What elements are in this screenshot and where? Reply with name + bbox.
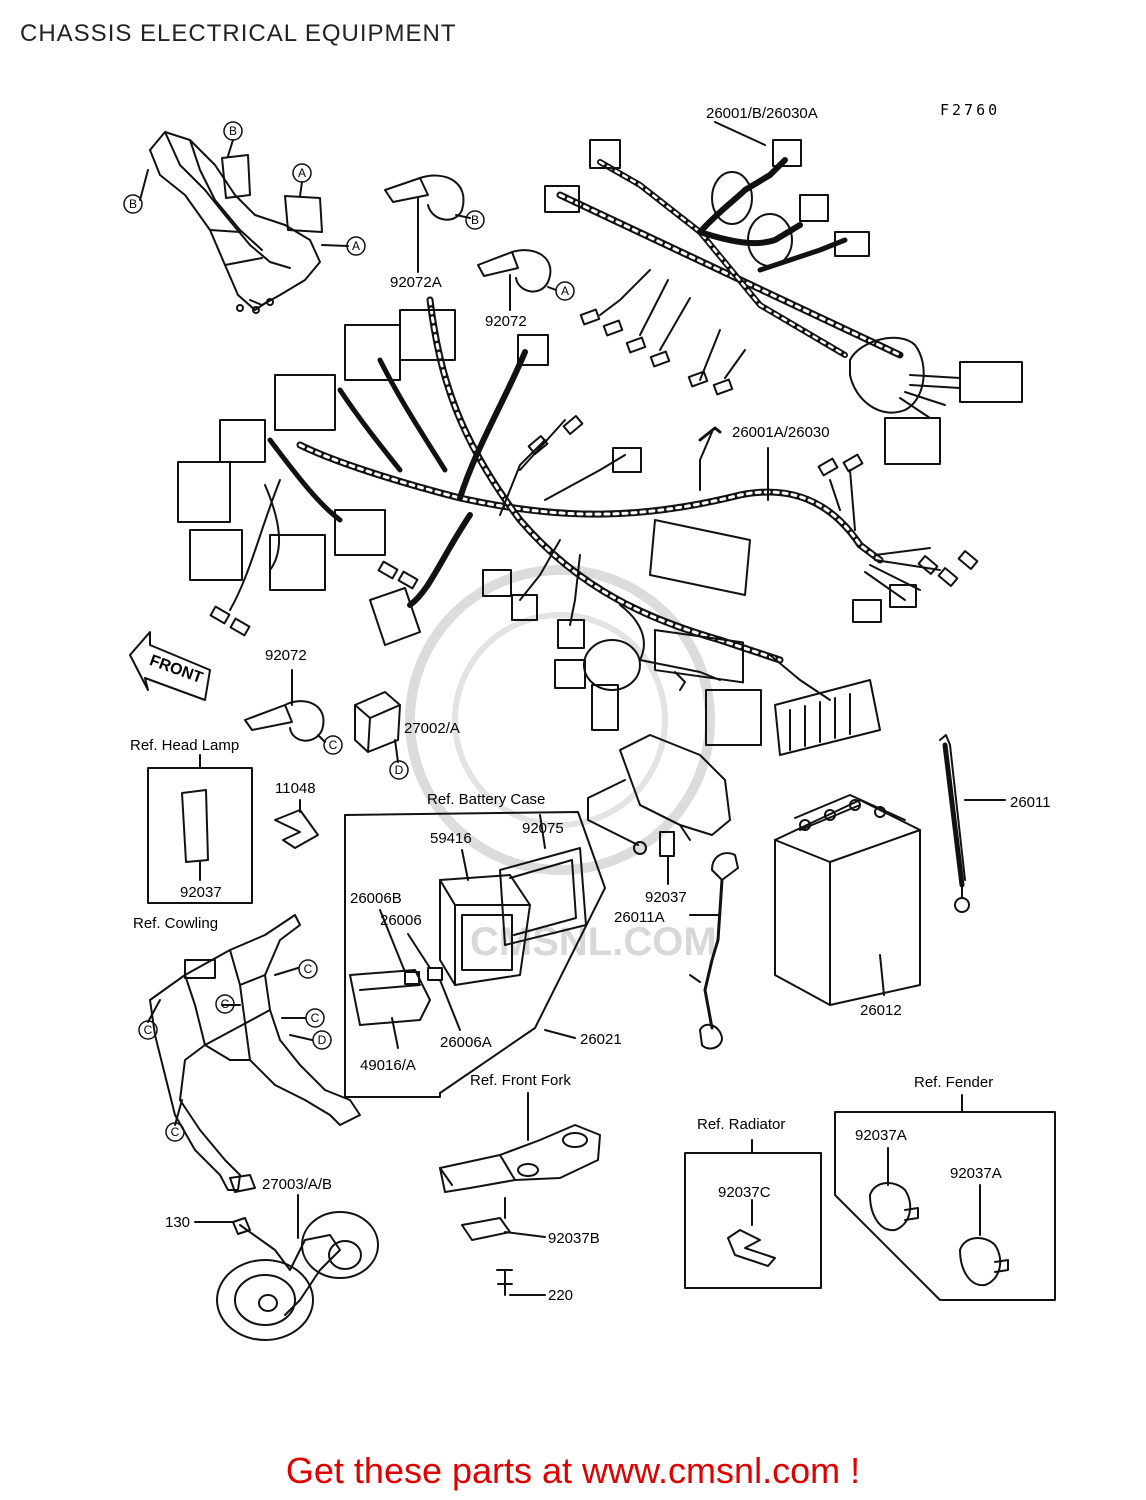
frame-bracket: [139, 131, 349, 314]
callout-d-1: D: [395, 763, 404, 777]
label-130: 130: [165, 1214, 190, 1231]
label-92072-mid: 92072: [265, 647, 307, 664]
callout-c-3: C: [144, 1023, 153, 1037]
label-92037c: 92037C: [718, 1184, 771, 1201]
label-11048: 11048: [275, 780, 316, 797]
front-arrow: FRONT: [129, 631, 211, 701]
battery-cable-26011: [939, 734, 1006, 913]
label-59416: 59416: [430, 830, 472, 847]
label-26006a: 26006A: [440, 1034, 492, 1051]
callout-b-3: B: [471, 213, 479, 227]
battery-26012: [774, 794, 921, 1006]
label-92072a: 92072A: [390, 274, 442, 291]
callouts: B B A A B A C D C C C C D C: [123, 121, 575, 1142]
callout-c-5: C: [311, 1011, 320, 1025]
harness-main: [177, 296, 979, 756]
label-49016a: 49016/A: [360, 1057, 416, 1074]
cable-tie-92072-mid: [244, 669, 326, 743]
footer-promo-text: Get these parts at www.cmsnl.com !: [285, 1450, 861, 1491]
callout-c-1: C: [329, 738, 338, 752]
label-92037b: 92037B: [548, 1230, 600, 1247]
horn-assembly: [194, 1194, 379, 1341]
callout-b-2: B: [129, 197, 137, 211]
front-fork-bracket: [439, 1092, 601, 1296]
radiator-ref-box: [684, 1139, 822, 1289]
battery-cable-26011a: [689, 852, 739, 1050]
label-26012: 26012: [860, 1002, 902, 1019]
callout-c-4: C: [221, 997, 230, 1011]
harness-upper: [544, 121, 1023, 465]
fender-ref-box: [834, 1094, 1056, 1301]
label-92037a-1: 92037A: [855, 1127, 907, 1144]
label-220: 220: [548, 1287, 573, 1304]
callout-c-2: C: [304, 962, 313, 976]
battery-case-bracket: [587, 734, 731, 885]
label-ref-cowling: Ref. Cowling: [133, 915, 218, 932]
callout-b-1: B: [229, 124, 237, 138]
cowling-stay: [147, 914, 361, 1193]
parts-diagram: CMSNL.COM: [123, 101, 1056, 1341]
page-title: CHASSIS ELECTRICAL EQUIPMENT: [20, 20, 457, 47]
label-26011: 26011: [1010, 794, 1051, 811]
part-labels: F2760 26001/B/26030A 92072A 92072 26001A…: [130, 101, 1051, 1304]
figure-code: F2760: [940, 101, 1000, 119]
callout-d-2: D: [318, 1033, 327, 1047]
callout-a-3: A: [561, 284, 569, 298]
relay-27002: [354, 691, 401, 763]
label-ref-radiator: Ref. Radiator: [697, 1116, 785, 1133]
label-ref-battery-case: Ref. Battery Case: [427, 791, 545, 808]
label-26006b: 26006B: [350, 890, 402, 907]
label-ref-fender: Ref. Fender: [914, 1074, 993, 1091]
label-ref-head-lamp: Ref. Head Lamp: [130, 737, 239, 754]
cable-tie-92072-top: [477, 249, 557, 311]
label-92075: 92075: [522, 820, 564, 837]
callout-a-2: A: [352, 239, 360, 253]
label-27003ab: 27003/A/B: [262, 1176, 332, 1193]
label-ref-front-fork: Ref. Front Fork: [470, 1072, 571, 1089]
label-26021: 26021: [580, 1031, 622, 1048]
clip-11048: [274, 799, 319, 849]
label-92037-head: 92037: [180, 884, 222, 901]
label-92037-batt: 92037: [645, 889, 687, 906]
label-26006: 26006: [380, 912, 422, 929]
callout-a-1: A: [298, 166, 306, 180]
fuse-box-assembly: [344, 811, 606, 1098]
label-92072-top: 92072: [485, 313, 527, 330]
head-lamp-ref-box: [147, 754, 253, 904]
watermark-text: CMSNL.COM: [470, 920, 717, 964]
callout-c-6: C: [171, 1125, 180, 1139]
label-92037a-2: 92037A: [950, 1165, 1002, 1182]
cable-tie-92072a: [384, 174, 471, 273]
label-26001a-26030: 26001A/26030: [732, 424, 830, 441]
label-27002a: 27002/A: [404, 720, 460, 737]
label-26011a: 26011A: [614, 909, 665, 926]
label-26001b-26030a: 26001/B/26030A: [706, 105, 818, 122]
